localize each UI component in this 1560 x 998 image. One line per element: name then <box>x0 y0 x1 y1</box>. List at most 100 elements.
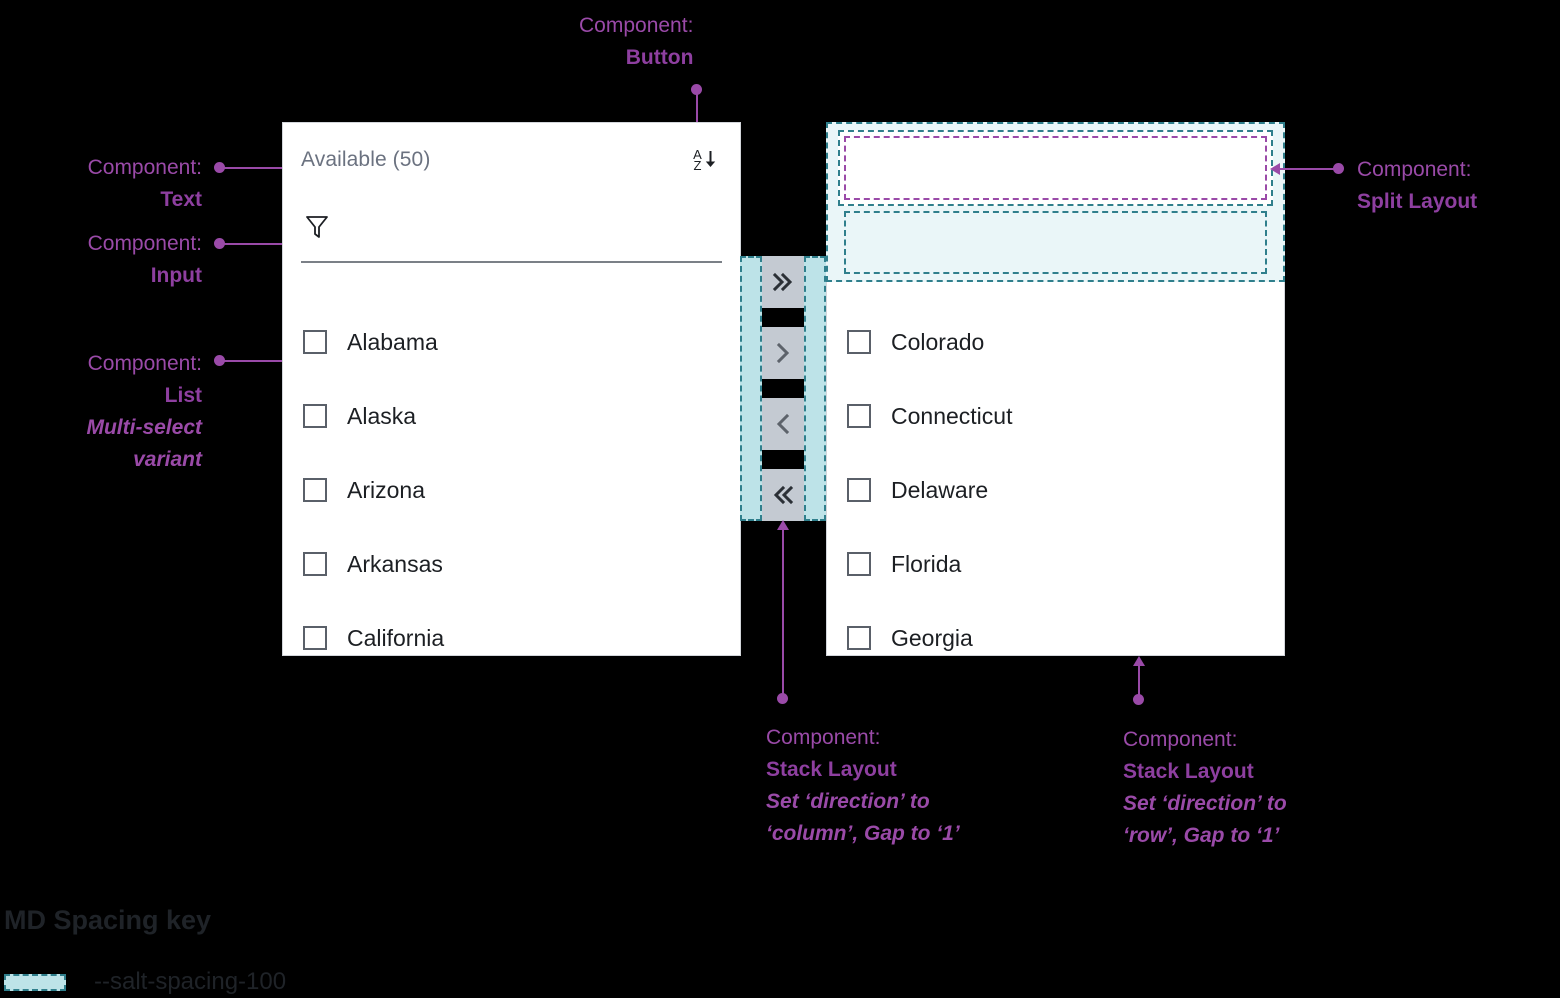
available-header-actions: A Z <box>688 143 722 177</box>
annotation-split-layout-dot <box>1333 163 1344 174</box>
annotation-stack-row-line <box>1138 666 1140 696</box>
list-item[interactable]: Georgia <box>827 601 1284 675</box>
checkbox-icon[interactable] <box>847 552 871 576</box>
annotation-button-line <box>696 90 698 137</box>
spacing-indicator-stack-right <box>804 256 826 521</box>
sort-az-letter-bottom: Z <box>693 158 702 173</box>
annotation-input-lead: Component: <box>87 232 202 255</box>
annotation-button-strong: Button <box>625 46 694 69</box>
annotation-input-strong: Input <box>150 264 202 287</box>
annotation-list-italic-line2: variant <box>133 448 202 471</box>
visible-list[interactable]: Colorado Connecticut Delaware Florida Ge… <box>827 275 1284 655</box>
spacing-key-title: MD Spacing key <box>4 905 212 935</box>
annotation-stack-column-strong: Stack Layout <box>766 758 897 781</box>
sort-az-button[interactable]: A Z <box>688 143 722 177</box>
spacing-key-swatch <box>4 973 66 991</box>
checkbox-icon[interactable] <box>303 552 327 576</box>
list-item-label: Colorado <box>891 328 985 355</box>
checkbox-icon[interactable] <box>303 626 327 650</box>
spacing-key-row: --salt-spacing-100 <box>4 968 286 996</box>
annotation-list-italic-line1: Multi-select <box>86 416 202 439</box>
annotation-text-strong: Text <box>160 188 202 211</box>
split-layout-outline <box>844 136 1267 200</box>
list-item[interactable]: California <box>283 601 740 675</box>
annotation-list-dot <box>214 355 225 366</box>
annotation-split-layout-line <box>1280 168 1335 170</box>
available-panel-header: Available (50) A Z <box>283 123 740 197</box>
checkbox-icon[interactable] <box>847 478 871 502</box>
annotation-text: Component: Text <box>0 152 202 216</box>
annotation-list: Component: List Multi-select variant <box>0 348 202 476</box>
spacing-indicator-visible-filter-box <box>844 211 1267 274</box>
annotation-list-line <box>224 360 286 362</box>
annotation-list-lead: Component: <box>87 352 202 375</box>
sort-az-letter-top: A <box>693 147 702 162</box>
annotation-split-layout-lead: Component: <box>1357 158 1472 181</box>
annotation-stack-column-italic-line2: ‘column’, Gap to ‘1’ <box>766 822 960 845</box>
move-all-right-button[interactable] <box>762 256 804 308</box>
list-item[interactable]: Connecticut <box>827 379 1284 453</box>
annotation-text-lead: Component: <box>87 156 202 179</box>
annotation-button-lead: Component: <box>579 14 694 37</box>
annotation-stack-row-arrow <box>1133 656 1145 666</box>
annotation-split-layout: Component: Split Layout <box>1357 154 1477 218</box>
annotation-stack-row-dot <box>1133 694 1144 705</box>
available-panel: Available (50) A Z <box>282 122 741 656</box>
list-item[interactable]: Arkansas <box>283 527 740 601</box>
annotation-stack-column-arrow <box>777 520 789 530</box>
annotation-stack-column-italic-line1: Set ‘direction’ to <box>766 790 930 813</box>
list-item-label: Alaska <box>347 402 417 429</box>
checkbox-icon[interactable] <box>303 330 327 354</box>
spacing-indicator-stack-left <box>740 256 762 521</box>
annotation-stack-row-italic-line1: Set ‘direction’ to <box>1123 792 1287 815</box>
move-right-button[interactable] <box>762 327 804 379</box>
available-panel-title: Available (50) <box>301 148 431 171</box>
move-left-button[interactable] <box>762 398 804 450</box>
list-item[interactable]: Alabama <box>283 305 740 379</box>
list-item[interactable]: Arizona <box>283 453 740 527</box>
list-item-label: Connecticut <box>891 402 1013 429</box>
annotation-input-line <box>224 243 286 245</box>
list-item[interactable]: Alaska <box>283 379 740 453</box>
annotation-input: Component: Input <box>0 228 202 292</box>
list-item-label: Delaware <box>891 476 989 503</box>
checkbox-icon[interactable] <box>847 330 871 354</box>
spacing-indicator-visible-header-box <box>838 130 1273 206</box>
list-item-label: California <box>347 624 445 651</box>
available-filter-row[interactable] <box>301 197 722 263</box>
list-item-label: Arizona <box>347 476 425 503</box>
checkbox-icon[interactable] <box>303 404 327 428</box>
annotation-input-dot <box>214 238 225 249</box>
funnel-filter-icon <box>305 214 329 245</box>
annotation-text-line <box>224 167 286 169</box>
list-item[interactable]: Delaware <box>827 453 1284 527</box>
checkbox-icon[interactable] <box>847 404 871 428</box>
checkbox-icon[interactable] <box>303 478 327 502</box>
list-item[interactable]: Colorado <box>827 305 1284 379</box>
checkbox-icon[interactable] <box>847 626 871 650</box>
annotation-stack-column-dot <box>777 693 788 704</box>
annotation-stack-column-line <box>782 530 784 695</box>
spacing-key-token: --salt-spacing-100 <box>94 968 287 995</box>
annotation-button: Component: Button <box>579 10 693 74</box>
annotation-stack-row-italic-line2: ‘row’, Gap to ‘1’ <box>1123 824 1280 847</box>
move-all-left-button[interactable] <box>762 469 804 521</box>
transfer-button-stack <box>740 256 826 521</box>
annotation-button-dot <box>691 84 702 95</box>
list-item-label: Alabama <box>347 328 438 355</box>
annotation-stack-column-lead: Component: <box>766 726 881 749</box>
list-item-label: Georgia <box>891 624 973 651</box>
available-list[interactable]: Alabama Alaska Arizona Arkansas Californ… <box>283 275 740 655</box>
annotation-stack-row-strong: Stack Layout <box>1123 760 1254 783</box>
annotation-split-layout-strong: Split Layout <box>1357 190 1478 213</box>
annotation-stack-column: Component: Stack Layout Set ‘direction’ … <box>766 722 960 850</box>
sort-az-icon: A Z <box>693 147 717 173</box>
annotation-text-dot <box>214 162 225 173</box>
annotation-split-layout-arrow <box>1270 163 1280 175</box>
list-item[interactable]: Florida <box>827 527 1284 601</box>
annotation-stack-row: Component: Stack Layout Set ‘direction’ … <box>1123 724 1287 852</box>
list-item-label: Florida <box>891 550 962 577</box>
annotation-stack-row-lead: Component: <box>1123 728 1238 751</box>
list-item-label: Arkansas <box>347 550 443 577</box>
annotation-list-strong: List <box>164 384 202 407</box>
